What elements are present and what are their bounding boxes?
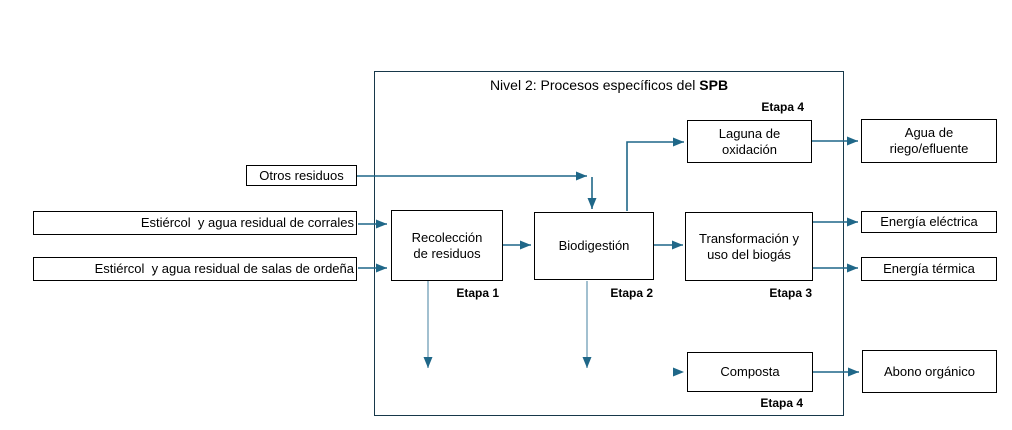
stage-label-etapa4-laguna: Etapa 4 [761, 100, 804, 114]
diagram-title-text: Nivel 2: Procesos específicos del [489, 77, 700, 93]
stage-label-etapa3: Etapa 3 [769, 286, 812, 300]
node-estiercol-ordena: Estiércol y agua residual de salas de or… [33, 257, 357, 281]
stage-label-etapa1: Etapa 1 [456, 286, 499, 300]
node-transformacion-label: Transformación y uso del biogás [699, 230, 803, 262]
diagram-title-acronym: SPB [699, 77, 729, 93]
node-estiercol-corrales: Estiércol y agua residual de corrales [33, 211, 357, 235]
node-agua-riego: Agua de riego/efluente [861, 119, 997, 163]
node-otros-residuos-label: Otros residuos [259, 167, 344, 183]
node-biodigestion: Biodigestión [534, 212, 654, 280]
node-laguna-oxidacion-label: Laguna de oxidación [718, 125, 784, 157]
arrow-biodigestion-to-laguna [626, 137, 684, 211]
node-abono-organico: Abono orgánico [862, 350, 997, 393]
diagram-title: Nivel 2: Procesos específicos del SPB [374, 77, 844, 93]
node-energia-termica: Energía térmica [861, 257, 997, 281]
node-otros-residuos: Otros residuos [246, 165, 357, 186]
stage-label-etapa4-composta: Etapa 4 [760, 396, 803, 410]
node-laguna-oxidacion: Laguna de oxidación [687, 120, 812, 163]
node-energia-termica-label: Energía térmica [883, 261, 975, 277]
node-estiercol-corrales-label: Estiércol y agua residual de corrales [140, 215, 354, 231]
stage-label-etapa2: Etapa 2 [610, 286, 653, 300]
spb-container-frame [374, 71, 844, 416]
node-abono-organico-label: Abono orgánico [883, 363, 976, 379]
node-recoleccion: Recolección de residuos [391, 210, 503, 281]
node-biodigestion-label: Biodigestión [558, 238, 630, 254]
node-energia-electrica-label: Energía eléctrica [880, 214, 978, 230]
node-composta: Composta [687, 352, 813, 392]
node-energia-electrica: Energía eléctrica [861, 211, 997, 233]
node-transformacion: Transformación y uso del biogás [685, 212, 813, 281]
node-composta-label: Composta [720, 364, 780, 380]
node-estiercol-ordena-label: Estiércol y agua residual de salas de or… [94, 261, 354, 277]
node-agua-riego-label: Agua de riego/efluente [889, 125, 969, 156]
node-recoleccion-label: Recolección de residuos [411, 229, 487, 261]
